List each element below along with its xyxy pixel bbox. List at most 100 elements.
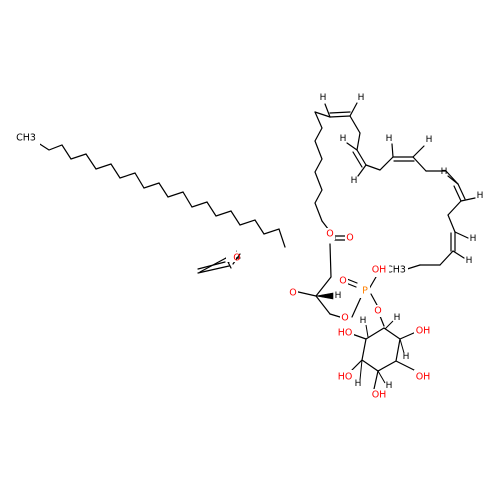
- vinyl-h2-label: H: [358, 93, 365, 103]
- pufa-backbone-lower: [314, 111, 323, 222]
- ring-hash-2: [365, 324, 369, 338]
- vinyl-h5-label: H: [386, 134, 393, 144]
- p-oh-label: OH: [372, 265, 387, 276]
- oh4-bg: [414, 370, 432, 383]
- oh3-bg: [414, 325, 432, 338]
- vinyl-h8-label: H: [477, 191, 484, 201]
- pufa-c-c-4: [365, 164, 381, 171]
- ethyl-label: CH3: [386, 265, 406, 276]
- ester-o2-label: O: [326, 229, 333, 240]
- ring-oh-bond-left-top: [351, 333, 367, 340]
- p-atom-bg: [359, 285, 370, 298]
- pufa-h-stub-2: [349, 102, 358, 117]
- ring-oh-bond-right: [395, 360, 415, 371]
- glycerol-c2-c3: [315, 295, 331, 315]
- glycerol-c2-c1: [315, 276, 332, 297]
- p-dbl-b: [346, 278, 358, 284]
- p-o-ring: [370, 293, 378, 306]
- ring-hash-1: [384, 320, 394, 330]
- pufa-db4-a: [457, 183, 466, 200]
- carbonyl-o1-label: O: [233, 253, 240, 264]
- p-oh: [368, 276, 377, 290]
- p-o-glycerol: [351, 294, 363, 318]
- methyl-label: CH3: [16, 133, 36, 144]
- vinyl-h3-label: H: [340, 134, 347, 144]
- vinyl-h1-label: H: [320, 93, 327, 103]
- carbonyl-o1-bg: [226, 250, 236, 262]
- pufa-db1-b: [329, 111, 351, 114]
- p-o-double-bg: [338, 276, 348, 288]
- palmitoyl-chain: [31, 138, 286, 274]
- oh2-bg: [336, 370, 354, 383]
- p-o-double-label: O: [339, 276, 346, 287]
- inositol-ring: [351, 320, 417, 390]
- pufa-h-stub-4: [357, 164, 367, 177]
- pufa-c-c-10: [447, 214, 456, 233]
- oh1-bg: [336, 327, 354, 340]
- pufa-h-stub-8: [460, 197, 476, 202]
- glycerol-h-label: H: [335, 291, 342, 301]
- oh5-label: OH: [372, 390, 387, 401]
- palmitoyl-backbone: [31, 138, 286, 248]
- ring-hash-5: [377, 370, 386, 384]
- pufa-c-c-5: [379, 156, 394, 171]
- oh2-label: HO: [338, 372, 353, 383]
- ring-h4-label: H: [355, 379, 362, 389]
- carbonyl-o2-bg: [345, 232, 355, 244]
- atom-labels: CH3 CH3 O O O O H O P OH O O H H H H H H…: [13, 93, 483, 402]
- pufa-h-stub-3: [346, 142, 358, 151]
- phosphate-group: [345, 276, 385, 327]
- pufa-db2-a: [356, 149, 367, 166]
- ring-oh-bond-left: [351, 359, 363, 371]
- p-o-ring-bg: [373, 305, 383, 317]
- o-ring-c: [379, 315, 385, 327]
- ring-h3-label: H: [403, 352, 410, 362]
- pufa-h-stub-1: [324, 103, 331, 118]
- glycerol-c3-o: [329, 313, 341, 318]
- ring-hash-3: [399, 338, 405, 354]
- ester-o1-label: O: [289, 288, 296, 299]
- ring-oh-bond-bottom: [373, 370, 379, 390]
- vinyl-h10-label: H: [466, 256, 473, 266]
- pufa-c-c-2: [349, 115, 361, 134]
- vinyl-h4-label: H: [351, 176, 358, 186]
- oh1-label: HO: [338, 328, 353, 339]
- ester-o1-bg: [288, 287, 298, 299]
- ring-h2-label: H: [360, 316, 367, 326]
- ring-hash-4: [359, 359, 363, 381]
- pufa-c-c-1: [314, 111, 331, 118]
- vinyl-h6-label: H: [426, 135, 433, 145]
- p-o-ring-label: O: [374, 306, 381, 317]
- pufa-h-stub-6: [412, 145, 425, 158]
- carbonyl-o2-label: O: [346, 233, 353, 244]
- glycerol-stereo-wedge: [315, 292, 334, 300]
- ring-oh-bond-right-top: [399, 331, 417, 340]
- ethyl-bg: [385, 263, 408, 277]
- pufa-h-stub-9: [454, 231, 469, 239]
- pufa-c-c-11: [439, 250, 454, 266]
- ester1-c-o: [199, 257, 227, 273]
- pufa-db2-b: [352, 151, 363, 168]
- polyunsaturated-chain: [314, 102, 476, 271]
- pufa-c-c-3: [356, 132, 361, 151]
- methyl-bg: [13, 131, 40, 145]
- pufa-h-stub-7: [447, 175, 459, 185]
- ring-h5-label: H: [386, 381, 393, 391]
- ring-h1-label: H: [394, 313, 401, 323]
- oh3-label: OH: [416, 326, 431, 337]
- glycerol-o-bg: [340, 312, 350, 324]
- oh4-label: OH: [416, 372, 431, 383]
- pufa-h-stub-5: [391, 143, 394, 158]
- vinyl-h7-label: H: [441, 167, 448, 177]
- p-oh-bg: [370, 264, 389, 277]
- pufa-h-stub-10: [452, 250, 465, 259]
- ester1-dbl-b: [232, 253, 241, 265]
- pufa-db4-b: [453, 185, 462, 202]
- oh5-bg: [370, 389, 388, 402]
- glycerol-o-label: O: [341, 313, 348, 324]
- pufa-c-c-9: [447, 200, 462, 216]
- vinyl-h9-label: H: [470, 234, 477, 244]
- ester-o2-bg: [325, 228, 335, 240]
